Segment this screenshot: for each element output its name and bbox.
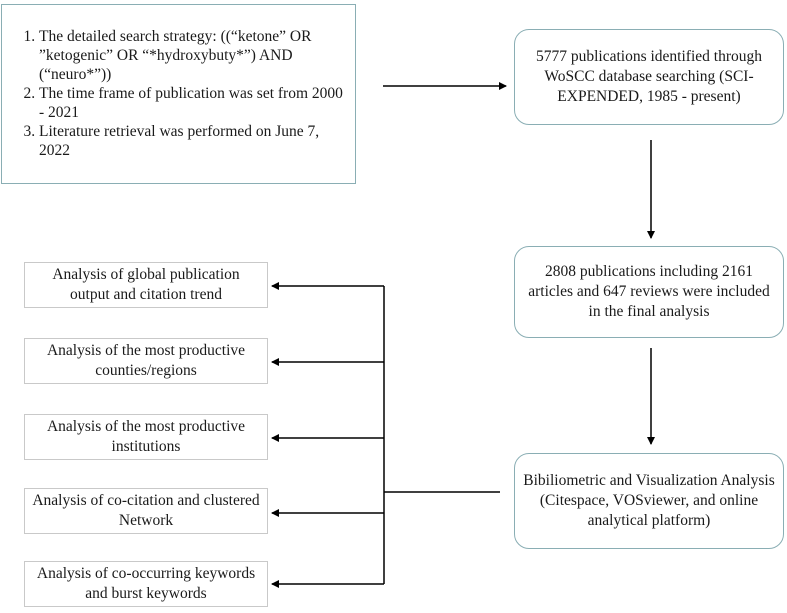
included-publications-box: 2808 publications including 2161 article… [514,246,784,338]
criteria-item: The detailed search strategy: ((“ketone”… [39,27,345,84]
output-label: Analysis of co-citation and clustered Ne… [32,492,260,529]
output-label: Analysis of co-occurring keywords and bu… [36,565,256,602]
output-box-institutions: Analysis of the most productive institut… [24,414,268,460]
included-publications-text: 2808 publications including 2161 article… [528,263,770,320]
identified-publications-text: 5777 publications identified through WoS… [535,48,762,105]
analysis-method-text: Bibiliometric and Visualization Analysis… [523,472,775,529]
output-label: Analysis of the most productive counties… [46,342,246,379]
criteria-list: The detailed search strategy: ((“ketone”… [12,27,345,160]
output-box-co-citation: Analysis of co-citation and clustered Ne… [24,488,268,534]
analysis-method-box: Bibiliometric and Visualization Analysis… [514,453,784,549]
criteria-item: Literature retrieval was performed on Ju… [39,122,345,160]
search-criteria-box: The detailed search strategy: ((“ketone”… [1,4,356,184]
criteria-item: The time frame of publication was set fr… [39,84,345,122]
output-label: Analysis of the most productive institut… [46,418,246,455]
output-label: Analysis of global publication output an… [52,266,240,303]
output-box-keywords: Analysis of co-occurring keywords and bu… [24,561,268,607]
output-box-publication-trend: Analysis of global publication output an… [24,262,268,308]
identified-publications-box: 5777 publications identified through WoS… [514,29,784,125]
output-box-countries: Analysis of the most productive counties… [24,338,268,384]
